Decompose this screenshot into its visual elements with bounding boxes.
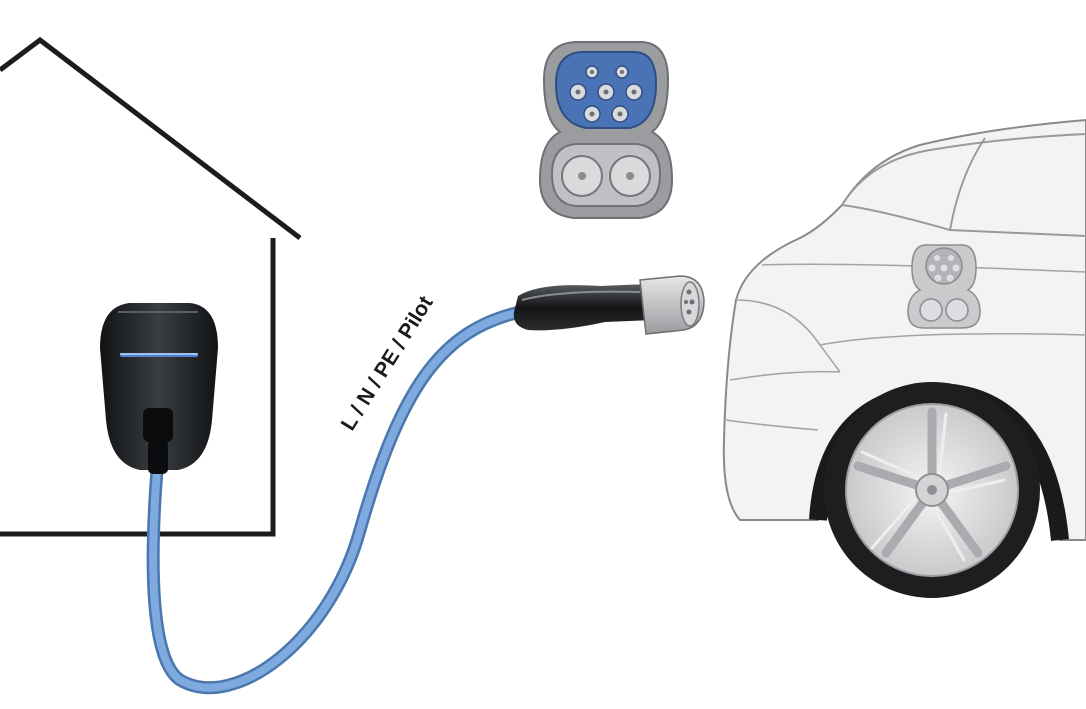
cable-label: L / N / PE / Pilot (337, 292, 438, 434)
charging-cable (146, 305, 527, 695)
ccs-plug-icon (513, 275, 705, 335)
house-outline-icon (0, 36, 302, 537)
car-wheel (824, 382, 1040, 598)
ccs-combo2-socket-icon (538, 41, 674, 219)
electric-car-icon (722, 118, 1086, 598)
car-charging-port (907, 244, 981, 329)
wall-charging-station-icon (100, 303, 218, 474)
